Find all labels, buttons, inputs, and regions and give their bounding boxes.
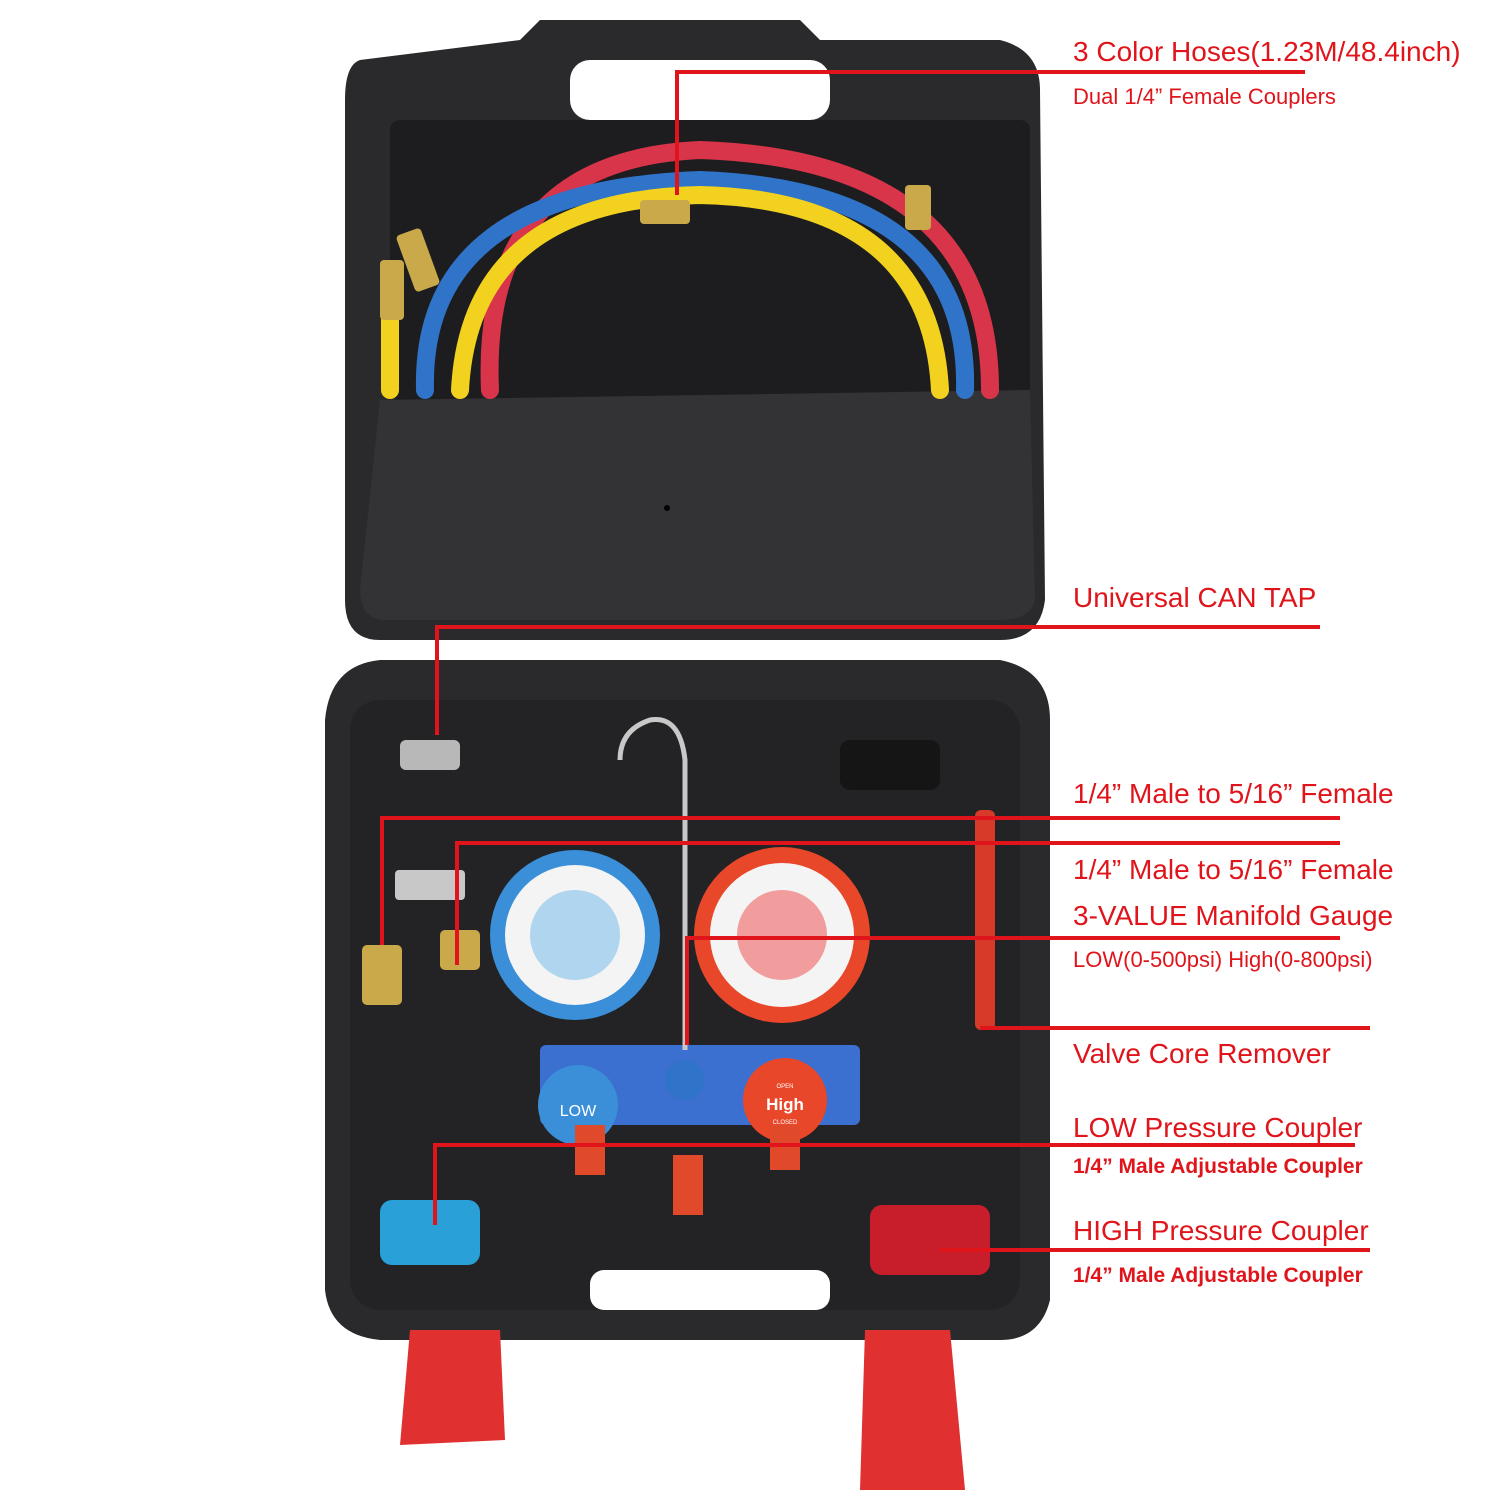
latches: [400, 1330, 965, 1490]
callout-adapter-2: 1/4” Male to 5/16” Female: [1073, 854, 1394, 885]
brass-fittings: [380, 185, 931, 320]
closed-label: CLOSED: [773, 1120, 798, 1126]
callout-lines: [380, 70, 1370, 1252]
low-knob-label: LOW: [560, 1103, 597, 1120]
case-lid: [345, 20, 1045, 640]
callout-adapter-1: 1/4” Male to 5/16” Female: [1073, 778, 1394, 809]
callout-manifold-title: 3-VALUE Manifold Gauge: [1073, 900, 1394, 931]
open-label: OPEN: [776, 1084, 793, 1090]
callout-can-tap: Universal CAN TAP: [1073, 582, 1317, 613]
callout-low-coupler-title: LOW Pressure Coupler: [1073, 1112, 1363, 1143]
high-knob-label: High: [766, 1095, 804, 1114]
hoses: [381, 140, 999, 399]
callout-hoses-subtitle: Dual 1/4” Female Couplers: [1073, 84, 1336, 109]
callout-low-coupler-subtitle: 1/4” Male Adjustable Coupler: [1073, 1155, 1363, 1178]
callout-high-coupler-title: HIGH Pressure Coupler: [1073, 1215, 1369, 1246]
callout-high-coupler-subtitle: 1/4” Male Adjustable Coupler: [1073, 1264, 1363, 1287]
callout-manifold-subtitle: LOW(0-500psi) High(0-800psi): [1073, 947, 1373, 972]
callout-valve-core-remover: Valve Core Remover: [1073, 1038, 1331, 1069]
accessories: [362, 740, 995, 1275]
manifold-gauge: LOW High OPEN CLOSED: [490, 717, 870, 1145]
callout-hoses-title: 3 Color Hoses(1.23M/48.4inch): [1073, 36, 1461, 67]
